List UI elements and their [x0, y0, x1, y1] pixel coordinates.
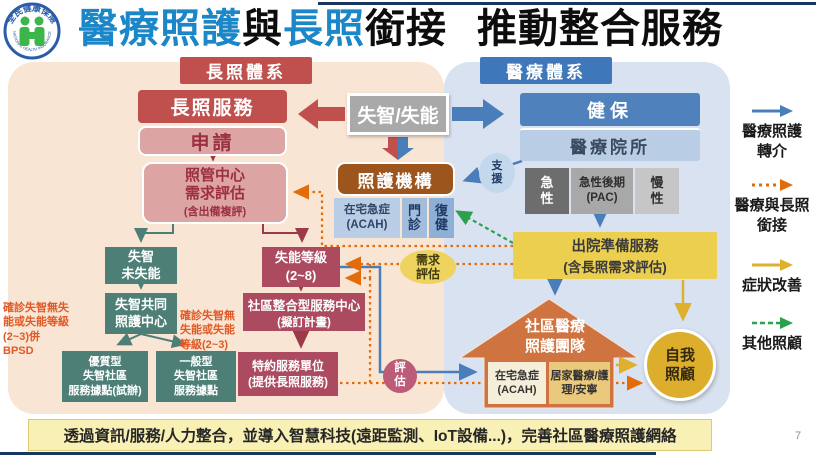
node-apply: 申請 — [138, 126, 287, 156]
bottom-trim-line — [0, 452, 656, 455]
node-outpatient: 門 診 — [402, 198, 427, 238]
note-no-bpsd: 確診失智無 失能或失能 等級(2~3) — [180, 310, 235, 351]
arrow-carecenter-to-dementia — [134, 224, 174, 243]
node-needs-assessment: 需求 評估 — [400, 250, 456, 284]
node-care-organization: 照護機構 — [336, 162, 455, 196]
legend-item-referral: 醫療照護 轉介 — [730, 104, 814, 161]
node-dementia-no-disability: 失智 未失能 — [105, 247, 177, 284]
care-center-title: 照管中心 需求評估 — [184, 167, 245, 202]
arrow-down-blue-half — [398, 137, 414, 160]
arrow-down-red-half — [382, 137, 398, 160]
title-promote: 推動整合服務 — [477, 7, 723, 51]
legend-label: 症狀改善 — [741, 277, 802, 294]
node-contracted-service-unit: 特約服務單位 (提供長照服務) — [238, 352, 338, 396]
legend-arrow-yellow-solid-icon — [752, 259, 793, 271]
discharge-title: 出院準備服務 — [571, 239, 659, 255]
title-ltc: 長照 — [283, 7, 365, 51]
arrow-discharge-to-rehab — [455, 210, 514, 244]
node-home-care: 居家醫療/護 理/安寧 — [549, 362, 610, 404]
legend-item-connection: 醫療與長照 銜接 — [730, 178, 814, 235]
node-team-acah: 在宅急症 (ACAH) — [488, 362, 546, 404]
arrow-discharge-to-carecenter — [292, 184, 513, 248]
arrow-carecenter-to-disability — [262, 224, 309, 243]
nhi-logo-icon: 全民健康保險 NATIONAL HEALTH INSURANCE — [3, 2, 61, 60]
legend-label: 醫療照護 轉介 — [741, 123, 802, 160]
legend-arrow-orange-dotted-icon — [752, 179, 793, 191]
footer-banner: 透過資訊/服務/人力整合，並導入智慧科技(遠距監測、IoT設備...)，完善社區… — [28, 419, 712, 451]
page-title: 醫療照護與長照銜接推動整合服務 — [78, 4, 723, 54]
node-disability-level: 失能等級 (2~8) — [262, 247, 340, 287]
community-team-title: 社區醫療 照護團隊 — [524, 318, 585, 355]
note-bpsd: 確診失智無失 能或失能等級 (2~3)併 BPSD — [3, 302, 69, 357]
legend-label: 醫療與長照 銜接 — [734, 197, 810, 234]
legend-item-symptom: 症狀改善 — [730, 258, 814, 296]
legend-item-other-care: 其他照顧 — [730, 316, 814, 354]
node-support: 支 援 — [479, 153, 515, 193]
discharge-note: (含長照需求評估) — [563, 260, 667, 275]
node-premium-dementia-site: 優質型 失智社區 服務據點(試辦) — [62, 351, 148, 402]
legend-arrow-blue-solid-icon — [752, 105, 793, 117]
community-center-note: (擬訂計畫) — [277, 316, 331, 329]
node-rehab: 復 健 — [429, 198, 454, 238]
top-trim-line — [318, 2, 816, 5]
care-center-note: (含出備複評) — [183, 206, 247, 218]
community-center-title: 社區整合型服務中心 — [247, 298, 361, 313]
node-dementia-disability: 失智/失能 — [347, 93, 449, 135]
arrow-center-to-general — [140, 333, 187, 349]
legend-label: 其他照顧 — [741, 335, 802, 352]
node-discharge-service: 出院準備服務 (含長照需求評估) — [513, 232, 717, 279]
arrow-to-nhi — [452, 99, 504, 129]
node-medical-institutions: 醫療院所 — [520, 128, 700, 161]
title-and: 與 — [242, 7, 283, 51]
node-acute: 急 性 — [525, 168, 569, 214]
node-general-dementia-site: 一般型 失智社區 服務據點 — [156, 351, 236, 402]
node-acah: 在宅急症 (ACAH) — [334, 198, 400, 238]
legend-arrow-green-dashed-icon — [752, 317, 793, 329]
page-number: 7 — [795, 430, 802, 442]
node-care-management-center: 照管中心 需求評估 (含出備複評) — [142, 162, 288, 224]
node-chronic: 慢 性 — [635, 168, 679, 214]
node-community-integration-center: 社區整合型服務中心 (擬訂計畫) — [243, 293, 365, 331]
node-nhi: 健保 — [520, 93, 700, 126]
node-ltc-service: 長照服務 — [138, 90, 287, 123]
title-connect: 銜接 — [365, 7, 447, 51]
node-self-care: 自我 照顧 — [644, 329, 716, 401]
ltc-system-header: 長照體系 — [180, 57, 312, 84]
node-pac: 急性後期 (PAC) — [571, 168, 633, 214]
medical-system-header: 醫療體系 — [480, 57, 612, 84]
node-dementia-care-center: 失智共同 照護中心 — [105, 293, 177, 334]
title-medical-care: 醫療照護 — [78, 7, 242, 51]
node-assessment: 評 估 — [383, 359, 417, 393]
arrow-to-ltc-service — [298, 99, 345, 129]
arrow-center-to-premium — [116, 332, 142, 346]
